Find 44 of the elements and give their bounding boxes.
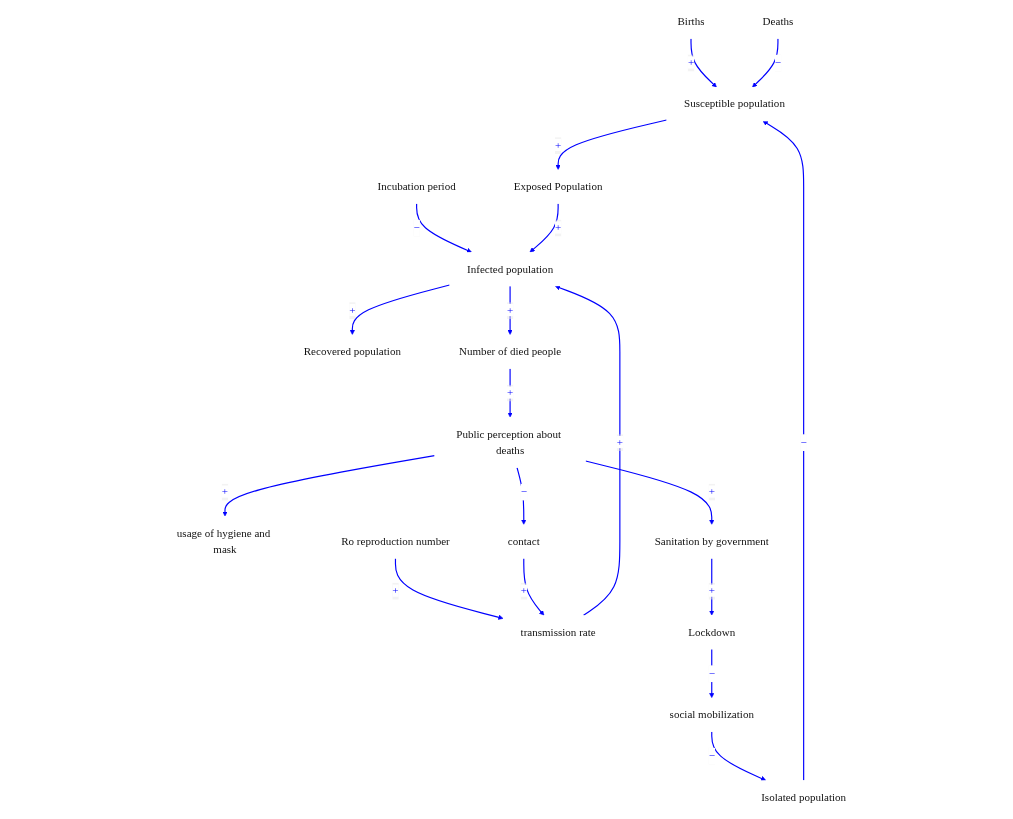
edge-label: + [506, 386, 514, 399]
edge-label: + [555, 138, 562, 152]
edge-label: + [555, 221, 562, 234]
node-text: Susceptible population [684, 97, 785, 110]
node-text: Isolated population [761, 790, 847, 804]
edge-label: + [349, 303, 356, 317]
arrow [529, 203, 559, 253]
node-text: Sanitation by government [654, 535, 769, 548]
node-text: Deaths [762, 15, 794, 28]
edge-label: + [616, 435, 623, 449]
edge-label: + [506, 303, 514, 317]
arrow [709, 648, 715, 699]
node-text: Incubation period [377, 180, 456, 193]
edge-label: − [708, 667, 715, 680]
node-text: transmission rate [520, 625, 596, 638]
arrow [711, 731, 767, 781]
edge-label: + [708, 485, 715, 498]
edge-label: − [800, 435, 807, 449]
node-text: Public perception about deaths [456, 427, 562, 457]
arrow [762, 120, 805, 781]
edge-label: − [520, 485, 527, 498]
arrow [523, 557, 545, 616]
arrow [416, 203, 472, 253]
node-text: Lockdown [688, 625, 736, 638]
node-text: Ro reproduction number [341, 535, 450, 548]
arrow [690, 38, 717, 88]
arrow [516, 467, 527, 525]
node-text: Infected population [467, 262, 554, 275]
node-text: Births [677, 15, 705, 28]
node-text: Exposed Population [513, 180, 603, 193]
node-text: Number of died people [459, 345, 562, 358]
edge-label: + [687, 56, 695, 69]
edge-label: + [520, 584, 527, 597]
edge-label: + [392, 584, 399, 597]
edge-label: − [413, 221, 420, 234]
edge-label: + [708, 584, 715, 597]
node-text: social mobilization [669, 708, 754, 721]
edge-label: + [221, 485, 229, 498]
node-text: usage of hygiene and mask [176, 526, 271, 556]
node-text: Recovered population [303, 345, 401, 358]
edge-label: − [774, 56, 782, 69]
edge-label: − [708, 749, 715, 762]
arrow [752, 38, 779, 88]
node-text: contact [507, 535, 540, 548]
